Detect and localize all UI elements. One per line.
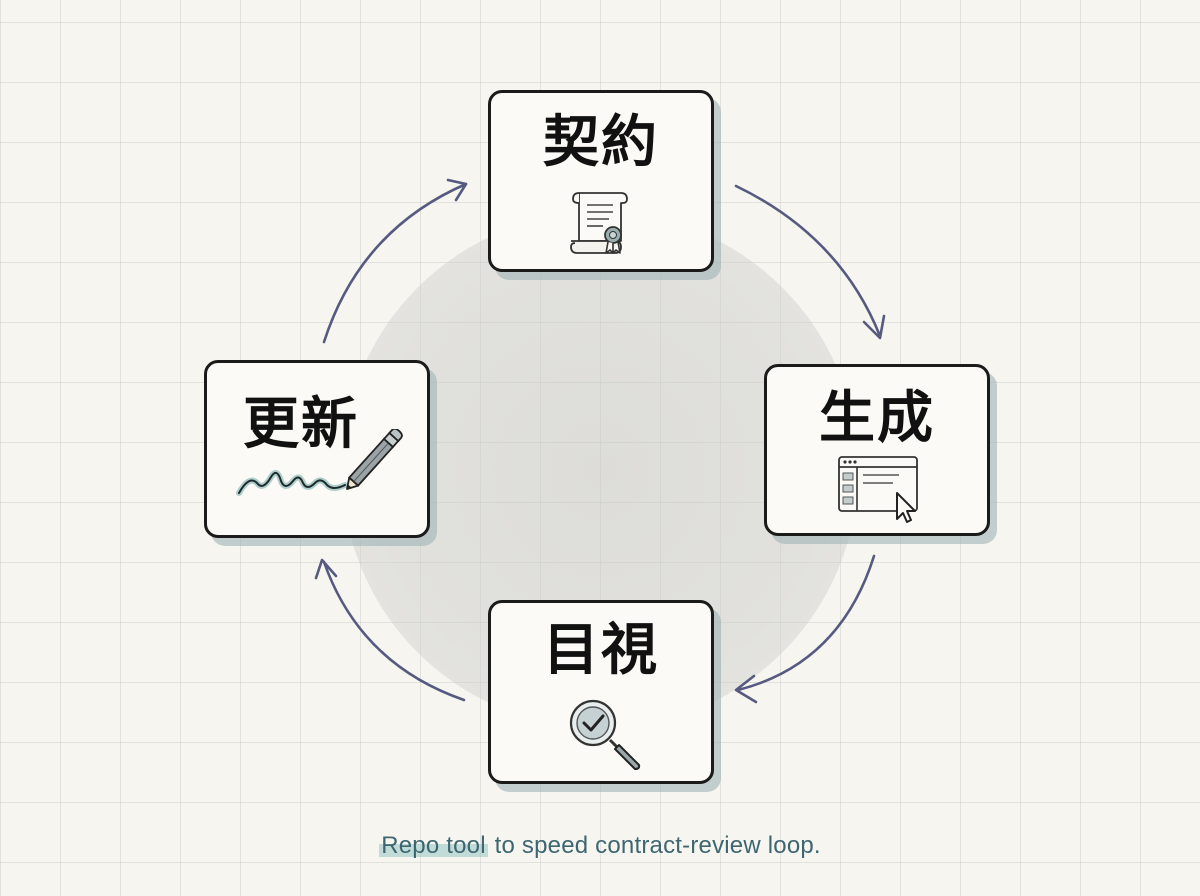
magnifier-check-icon	[569, 699, 641, 770]
certificate-scroll-icon	[570, 192, 628, 254]
node-generate: 生成	[764, 364, 990, 536]
caption-highlight: Repo tool	[379, 832, 488, 859]
arrow-review-to-update	[322, 560, 466, 702]
node-review-label: 目視	[543, 618, 659, 683]
browser-window-cursor-icon	[838, 456, 918, 523]
arrow-update-to-contract	[322, 182, 468, 344]
node-update: 更新	[204, 360, 430, 538]
node-review: 目視	[488, 600, 714, 784]
node-generate-label: 生成	[819, 386, 935, 451]
arrow-generate-to-review	[736, 554, 876, 692]
caption-text: to speed contract-review loop.	[487, 832, 821, 859]
node-contract-label: 契約	[543, 110, 659, 175]
node-contract: 契約	[488, 90, 714, 272]
arrow-contract-to-generate	[734, 184, 882, 338]
pencil-signature-icon	[236, 429, 403, 496]
node-update-label: 更新	[243, 392, 359, 457]
caption: Repo tool to speed contract-review loop.	[0, 832, 1200, 860]
